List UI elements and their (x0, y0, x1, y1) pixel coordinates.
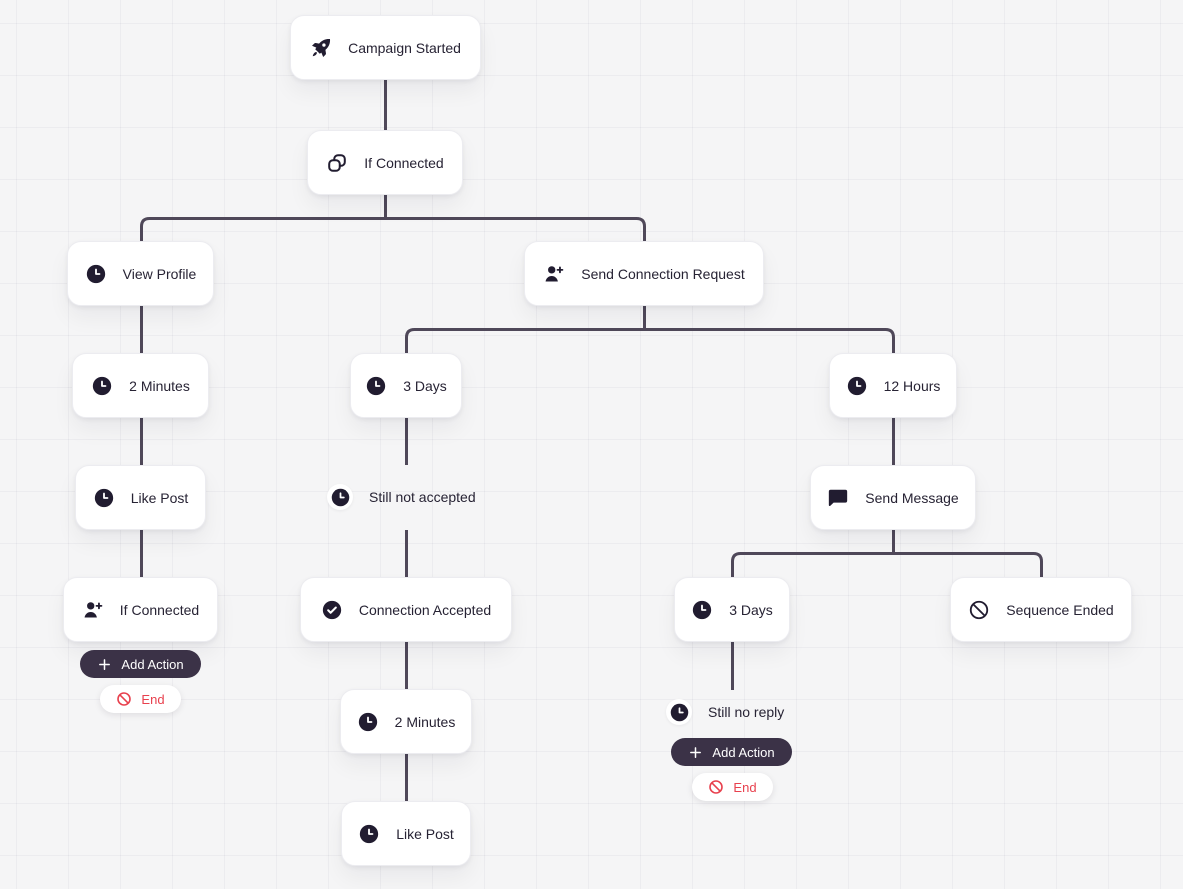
node-still-no-reply[interactable]: Still no reply (666, 699, 784, 725)
node-wait-3-days-right[interactable]: 3 Days (674, 577, 790, 642)
add-action-button[interactable]: Add Action (80, 650, 201, 678)
node-if-connected-left[interactable]: If Connected (63, 577, 218, 642)
node-view-profile[interactable]: View Profile (67, 241, 214, 306)
node-wait-12-hours[interactable]: 12 Hours (829, 353, 957, 418)
node-label: View Profile (122, 265, 197, 282)
clock-icon (357, 711, 379, 733)
check-circle-icon (321, 599, 343, 621)
node-label: 2 Minutes (394, 713, 456, 730)
plus-icon (97, 657, 112, 672)
clock-icon (691, 599, 713, 621)
node-wait-3-days-middle[interactable]: 3 Days (350, 353, 462, 418)
message-icon (827, 487, 849, 509)
node-label: 3 Days (729, 601, 773, 618)
end-label: End (141, 691, 165, 707)
clock-icon (666, 699, 692, 725)
user-plus-icon (82, 599, 104, 621)
clock-icon (93, 487, 115, 509)
add-action-label: Add Action (712, 744, 775, 760)
node-label: Connection Accepted (358, 601, 492, 618)
node-label: 12 Hours (883, 377, 941, 394)
node-label: Campaign Started (348, 39, 461, 56)
clock-icon (358, 823, 380, 845)
ban-icon (116, 691, 132, 707)
node-send-connection-request[interactable]: Send Connection Request (524, 241, 764, 306)
node-label: Send Connection Request (581, 265, 745, 282)
node-like-post-left[interactable]: Like Post (75, 465, 206, 530)
node-campaign-started[interactable]: Campaign Started (290, 15, 481, 80)
clock-icon (327, 484, 353, 510)
end-button[interactable]: End (692, 773, 773, 801)
node-still-not-accepted[interactable]: Still not accepted (327, 484, 476, 510)
add-action-label: Add Action (121, 656, 184, 672)
node-like-post-middle[interactable]: Like Post (341, 801, 471, 866)
node-label: Still not accepted (369, 489, 476, 505)
node-connection-accepted[interactable]: Connection Accepted (300, 577, 512, 642)
node-sequence-ended[interactable]: Sequence Ended (950, 577, 1132, 642)
node-label: If Connected (119, 601, 200, 618)
end-button[interactable]: End (100, 685, 181, 713)
node-send-message[interactable]: Send Message (810, 465, 976, 530)
node-label: Sequence Ended (1006, 601, 1114, 618)
node-label: Like Post (130, 489, 189, 506)
node-if-connected-top[interactable]: If Connected (307, 130, 463, 195)
link-icon (326, 152, 348, 174)
ban-icon (708, 779, 724, 795)
end-label: End (733, 779, 757, 795)
clock-icon (365, 375, 387, 397)
node-label: 3 Days (403, 377, 447, 394)
clock-icon (846, 375, 868, 397)
ban-icon (968, 599, 990, 621)
node-label: Send Message (865, 489, 959, 506)
node-label: Like Post (396, 825, 454, 842)
clock-icon (91, 375, 113, 397)
user-plus-icon (543, 263, 565, 285)
node-wait-2-minutes-left[interactable]: 2 Minutes (72, 353, 209, 418)
node-label: Still no reply (708, 704, 785, 720)
add-action-button[interactable]: Add Action (671, 738, 792, 766)
node-label: 2 Minutes (129, 377, 190, 394)
node-wait-2-minutes-middle[interactable]: 2 Minutes (340, 689, 472, 754)
node-label: If Connected (364, 154, 444, 171)
rocket-icon (310, 37, 332, 59)
plus-icon (688, 745, 703, 760)
clock-icon (85, 263, 107, 285)
